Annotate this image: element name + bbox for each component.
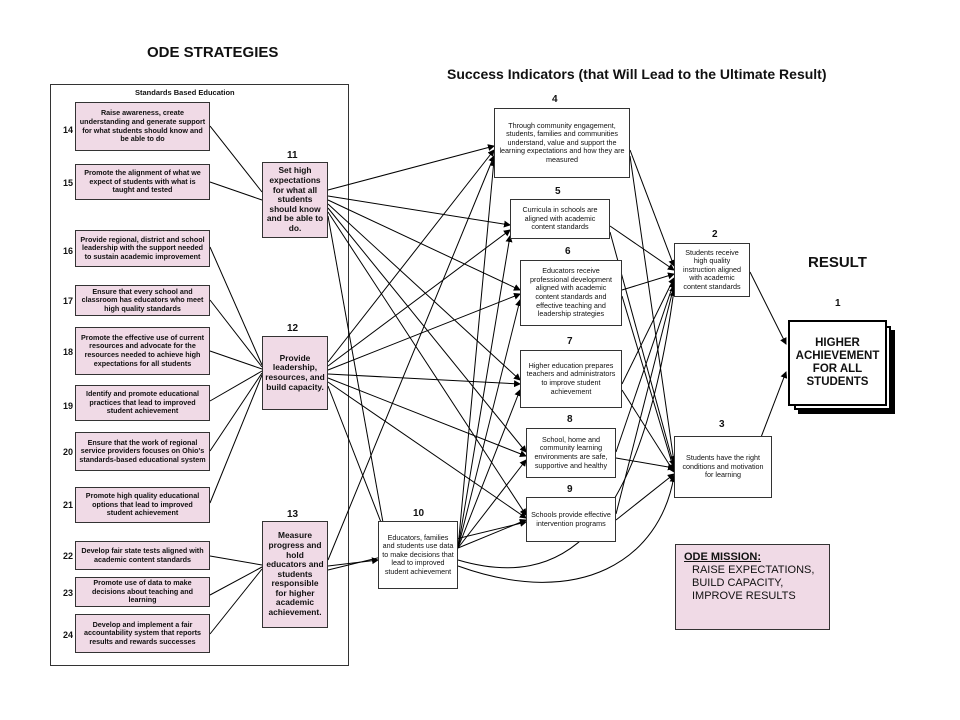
- strategy-11: Set high expectations for what all stude…: [262, 162, 328, 238]
- strategy-number: 11: [287, 150, 298, 161]
- item-number: 21: [63, 500, 74, 510]
- strategy-item-21: Promote high quality educational options…: [75, 487, 210, 523]
- indicator-number: 7: [567, 336, 573, 347]
- item-number: 20: [63, 447, 74, 457]
- indicator-number: 10: [413, 508, 425, 519]
- final-result-text: HIGHER ACHIEVEMENT FOR ALL STUDENTS: [795, 337, 880, 388]
- item-number: 19: [63, 401, 74, 411]
- mission-line: IMPROVE RESULTS: [692, 590, 796, 602]
- mission-line: BUILD CAPACITY,: [692, 577, 784, 589]
- item-number: 14: [63, 125, 74, 135]
- ode-strategies-title: ODE STRATEGIES: [147, 44, 279, 61]
- indicator-9: Schools provide effective intervention p…: [526, 497, 616, 542]
- indicator-7: Higher education prepares teachers and a…: [520, 350, 622, 408]
- mission-heading: ODE MISSION:: [684, 551, 762, 563]
- strategy-item-18: Promote the effective use of current res…: [75, 327, 210, 375]
- indicator-number: 6: [565, 246, 571, 257]
- strategy-item-14: Raise awareness, create understanding an…: [75, 102, 210, 151]
- outcome-number: 3: [719, 419, 725, 430]
- item-number: 15: [63, 178, 74, 188]
- success-indicators-title: Success Indicators (that Will Lead to th…: [447, 66, 827, 82]
- strategy-item-17: Ensure that every school and classroom h…: [75, 285, 210, 316]
- item-number: 22: [63, 551, 74, 561]
- strategy-12: Provide leadership, resources, and build…: [262, 336, 328, 410]
- strategy-item-15: Promote the alignment of what we expect …: [75, 164, 210, 200]
- indicator-number: 9: [567, 484, 573, 495]
- item-number: 16: [63, 246, 74, 256]
- strategy-item-23: Promote use of data to make decisions ab…: [75, 577, 210, 607]
- indicator-number: 4: [552, 94, 558, 105]
- indicator-number: 5: [555, 186, 561, 197]
- strategy-13: Measure progress and hold educators and …: [262, 521, 328, 628]
- strategy-item-16: Provide regional, district and school le…: [75, 230, 210, 267]
- strategy-item-22: Develop fair state tests aligned with ac…: [75, 541, 210, 570]
- strategy-number: 13: [287, 509, 299, 520]
- strategy-item-20: Ensure that the work of regional service…: [75, 432, 210, 471]
- mission-line: RAISE EXPECTATIONS,: [692, 564, 815, 576]
- ode-mission-box: ODE MISSION: RAISE EXPECTATIONS, BUILD C…: [675, 544, 830, 630]
- strategy-item-24: Develop and implement a fair accountabil…: [75, 614, 210, 653]
- strategy-item-19: Identify and promote educational practic…: [75, 385, 210, 421]
- result-title: RESULT: [808, 254, 867, 271]
- indicator-5: Curricula in schools are aligned with ac…: [510, 199, 610, 239]
- standards-based-label: Standards Based Education: [135, 88, 235, 97]
- item-number: 18: [63, 347, 74, 357]
- item-number: 24: [63, 630, 74, 640]
- item-number: 23: [63, 588, 74, 598]
- item-number: 17: [63, 296, 74, 306]
- indicator-4: Through community engagement, students, …: [494, 108, 630, 178]
- final-number: 1: [835, 298, 841, 309]
- outcome-2: Students receive high quality instructio…: [674, 243, 750, 297]
- indicator-8: School, home and community learning envi…: [526, 428, 616, 478]
- outcome-3: Students have the right conditions and m…: [674, 436, 772, 498]
- indicator-number: 8: [567, 414, 573, 425]
- final-result-box: HIGHER ACHIEVEMENT FOR ALL STUDENTS: [788, 320, 887, 406]
- outcome-number: 2: [712, 229, 718, 240]
- strategy-number: 12: [287, 323, 299, 334]
- indicator-10: Educators, families and students use dat…: [378, 521, 458, 589]
- indicator-6: Educators receive professional developme…: [520, 260, 622, 326]
